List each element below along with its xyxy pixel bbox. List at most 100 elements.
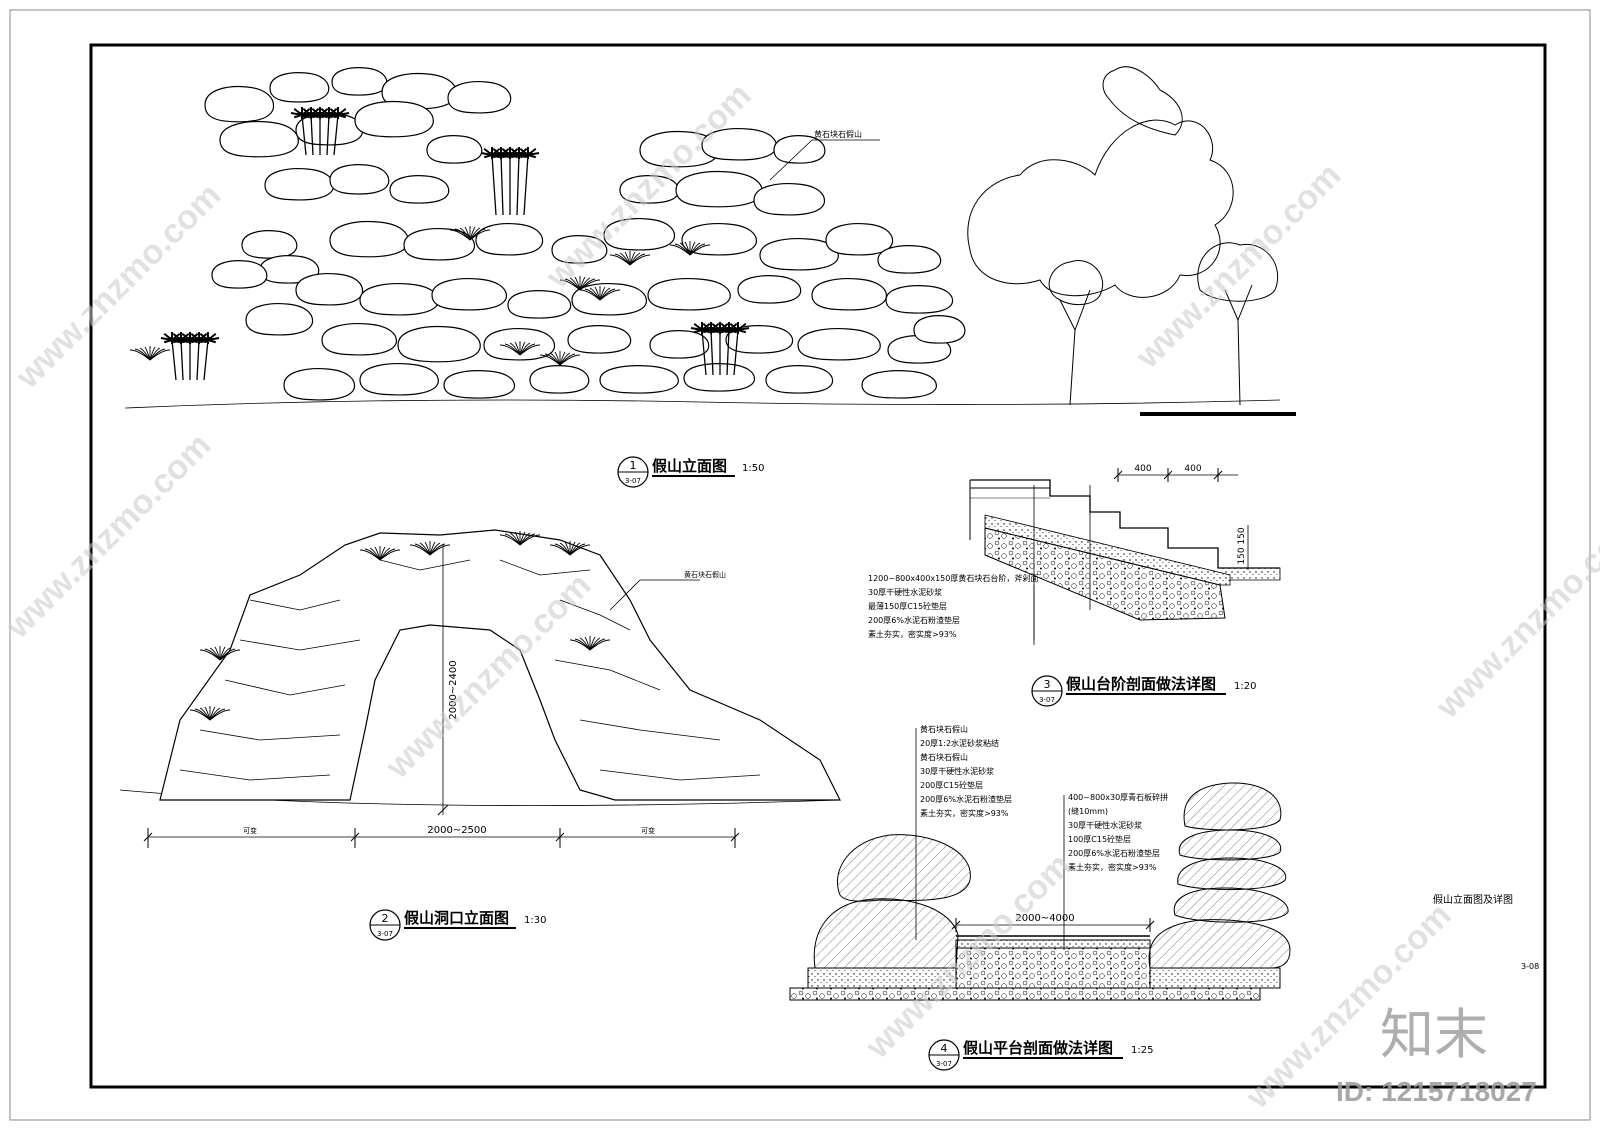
elevation-rock (331, 67, 388, 96)
step-layer-1: 30厚干硬性水泥砂浆 (868, 587, 942, 597)
step-dim-1: 400 (1134, 464, 1151, 474)
view-2-ref: 3-07 (377, 930, 393, 938)
arch-rock-line (199, 729, 341, 741)
brand-watermark: 知末 (1380, 1005, 1488, 1065)
rockery-elevation: 黄石块石假山 (124, 66, 1296, 416)
elevation-rock (885, 285, 954, 314)
elevation-rock (877, 245, 942, 274)
grass-tuft (449, 226, 491, 241)
elevation-rock (507, 290, 572, 319)
elevation-rock (447, 81, 512, 114)
arch-rock-line (599, 769, 761, 781)
platform-right-layer-5: 素土夯实，密实度>93% (1068, 862, 1157, 872)
elevation-rock (403, 228, 476, 261)
view-4-number: 4 (941, 1042, 948, 1055)
elevation-rock (683, 363, 756, 392)
elevation-rock (259, 255, 320, 284)
elevation-rock (397, 326, 481, 363)
arch-rock-line (379, 559, 471, 571)
platform-right-layer-2: 30厚干硬性水泥砂浆 (1068, 820, 1142, 830)
elevation-rock (329, 164, 390, 195)
palm-plant (290, 107, 350, 156)
watermark-site-4: www.znzmo.com (0, 426, 218, 646)
platform-right-layer-4: 200厚6%水泥石粉渣垫层 (1068, 848, 1160, 858)
platform-left-layer-3: 30厚干硬性水泥砂浆 (920, 766, 994, 776)
step-layer-3: 200厚6%水泥石粉渣垫层 (868, 615, 960, 625)
step-layer-4: 素土夯实，密实度>93% (868, 629, 957, 639)
grass-tuft (579, 286, 621, 301)
elevation-rock (359, 283, 439, 316)
elevation-rock (551, 235, 608, 264)
arch-rock-line (554, 659, 661, 691)
id-watermark: ID: 1215718027 (1336, 1076, 1537, 1107)
elevation-rock (675, 171, 763, 208)
elevation-rock (475, 223, 544, 256)
arch-plant (189, 706, 231, 721)
view-1-title: 1 3-07 假山立面图 1:50 (617, 456, 764, 488)
view-1-ref: 3-07 (625, 477, 641, 485)
sheet-number: 3-08 (1521, 962, 1539, 971)
grass-tuft (669, 241, 711, 256)
arch-plant (569, 636, 611, 651)
palm-plant (690, 322, 750, 376)
elevation-rock (797, 328, 881, 361)
elevation-rock (295, 273, 364, 306)
elevation-rock (811, 278, 887, 311)
view-2-title-text: 假山洞口立面图 (404, 909, 509, 927)
grass-tuft (129, 346, 171, 361)
elevation-rock (773, 135, 826, 164)
elevation-rock (354, 101, 434, 138)
elevation-rock (431, 278, 507, 311)
platform-left-layer-0: 黄石块石假山 (920, 724, 968, 734)
arch-rock-line (579, 719, 721, 741)
view-3-number: 3 (1044, 678, 1051, 691)
arch-plant (409, 541, 451, 556)
elevation-rock (329, 221, 409, 258)
platform-left-layer-6: 素土夯实，密实度>93% (920, 808, 1009, 818)
platform-section: 黄石块石假山20厚1:2水泥砂浆粘结黄石块石假山30厚干硬性水泥砂浆200厚C1… (789, 724, 1291, 1001)
step-rise-2: 150 (1237, 547, 1247, 564)
elevation-rock (321, 323, 397, 356)
sheet-name: 假山立面图及详图 (1433, 893, 1513, 906)
elevation-rock (211, 260, 268, 289)
platform-left-layer-4: 200厚C15砼垫层 (920, 780, 983, 790)
elevation-rock (737, 275, 802, 304)
elevation-rock (219, 121, 299, 158)
palm-plant (480, 147, 540, 216)
elevation-rock (753, 183, 826, 216)
elevation-rock (603, 218, 676, 251)
watermark-site-7: www.znzmo.com (1428, 506, 1600, 726)
elevation-rock (599, 365, 679, 394)
step-dim-2: 400 (1184, 464, 1201, 474)
elevation-rock (264, 168, 335, 201)
elevation-rock (241, 230, 298, 259)
watermarks: www.znzmo.com www.znzmo.com www.znzmo.co… (0, 76, 1600, 1116)
arch-rock-line (559, 599, 631, 631)
elevation-rock (567, 325, 632, 354)
platform-right-layer-3: 100厚C15砼垫层 (1068, 834, 1131, 844)
step-layer-0: 1200~800x400x150厚黄石块石台阶，斧剁面 (868, 573, 1038, 583)
elevation-rock (765, 365, 834, 394)
step-layer-2: 最薄150厚C15砼垫层 (868, 601, 947, 611)
view-1-scale: 1:50 (742, 463, 764, 474)
elevation-rock (861, 370, 937, 399)
arch-rock-line (179, 769, 331, 781)
step-rise-1: 150 (1237, 527, 1247, 544)
grass-tuft (609, 251, 651, 266)
view-3-title: 3 3-07 假山台阶剖面做法详图 1:20 (1031, 675, 1256, 707)
grass-tuft (559, 276, 601, 291)
grass-tuft (499, 341, 541, 356)
elevation-rock (483, 328, 556, 361)
elevation-rock (426, 135, 483, 164)
elevation-rock (759, 238, 839, 271)
arch-rock-label: 黄石块石假山 (684, 570, 726, 579)
arch-elevation: 2000~2400 可变 2000~2500 可变 黄石块石假山 (119, 529, 841, 848)
view-4-title-text: 假山平台剖面做法详图 (963, 1039, 1113, 1057)
arch-plant (359, 546, 401, 561)
elevation-rock (269, 72, 330, 103)
view-4-scale: 1:25 (1131, 1045, 1153, 1056)
platform-left-layer-2: 黄石块石假山 (920, 752, 968, 762)
arch-plant (549, 541, 591, 556)
arch-side-left: 可变 (243, 826, 257, 835)
